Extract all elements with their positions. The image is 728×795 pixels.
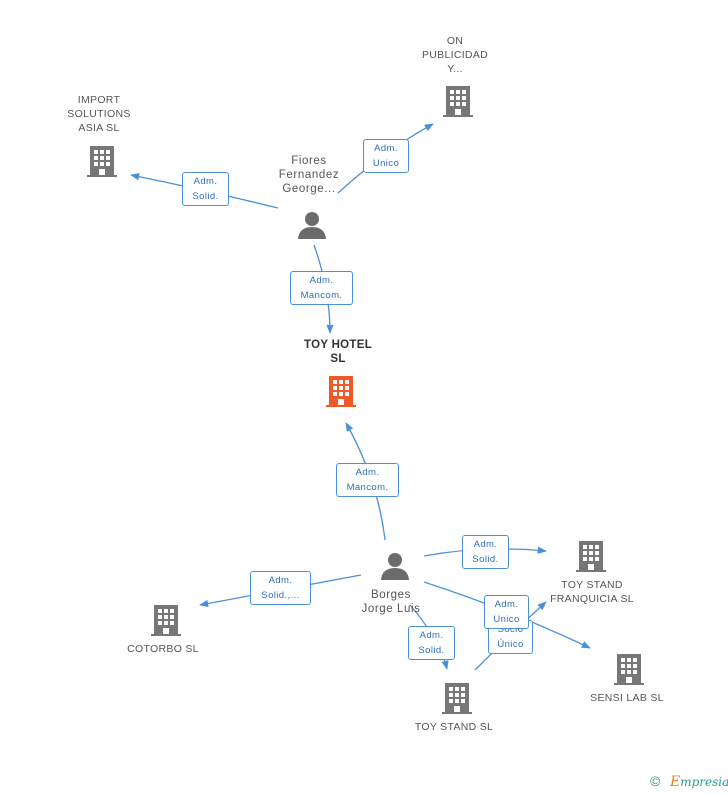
building-icon[interactable] [614, 652, 644, 686]
relation-label-borges-toy-hotel[interactable]: Adm.Mancom. [336, 463, 399, 497]
building-icon[interactable] [443, 84, 473, 118]
relation-label-fiores-import-solutions[interactable]: Adm.Solid. [182, 172, 229, 206]
node-label-toy-stand-franquicia[interactable]: TOY STAND FRANQUICIA SL [550, 579, 634, 605]
node-label-toy-stand[interactable]: TOY STAND SL [414, 721, 494, 733]
relation-label-fiores-on-publicidad[interactable]: Adm.Unico [363, 139, 409, 173]
copyright-icon: © [650, 773, 661, 789]
node-label-borges[interactable]: Borges Jorge Luis [361, 589, 421, 615]
person-icon[interactable] [380, 551, 410, 581]
building-icon[interactable] [442, 681, 472, 715]
relation-label-borges-cotorbo[interactable]: Adm.Solid.,... [250, 571, 311, 605]
footer-brand: © Empresia [650, 773, 728, 791]
building-icon[interactable] [87, 144, 117, 178]
relation-label-fiores-toy-hotel[interactable]: Adm.Mancom. [290, 271, 353, 305]
relation-label-borges-toy-stand[interactable]: Adm.Solid. [408, 626, 455, 660]
relation-label-borges-franquicia[interactable]: Adm.Solid. [462, 535, 509, 569]
node-label-sensi-lab[interactable]: SENSI LAB SL [590, 692, 664, 704]
node-label-import-solutions[interactable]: IMPORT SOLUTIONS ASIA SL [67, 94, 131, 134]
node-label-toy-hotel[interactable]: TOY HOTEL SL [303, 339, 373, 365]
node-label-on-publicidad[interactable]: ON PUBLICIDAD Y... [421, 35, 488, 75]
node-label-cotorbo[interactable]: COTORBO SL [127, 643, 199, 655]
brand-logo[interactable]: Empresia [670, 774, 728, 790]
building-icon[interactable] [151, 603, 181, 637]
building-icon[interactable] [576, 539, 606, 573]
relation-label-borges-sensi-lab[interactable]: Adm.Unico [484, 595, 529, 629]
person-icon[interactable] [297, 210, 327, 240]
building-icon-highlighted[interactable] [326, 374, 356, 408]
node-label-fiores[interactable]: Fiores Fernandez George... [278, 155, 340, 195]
